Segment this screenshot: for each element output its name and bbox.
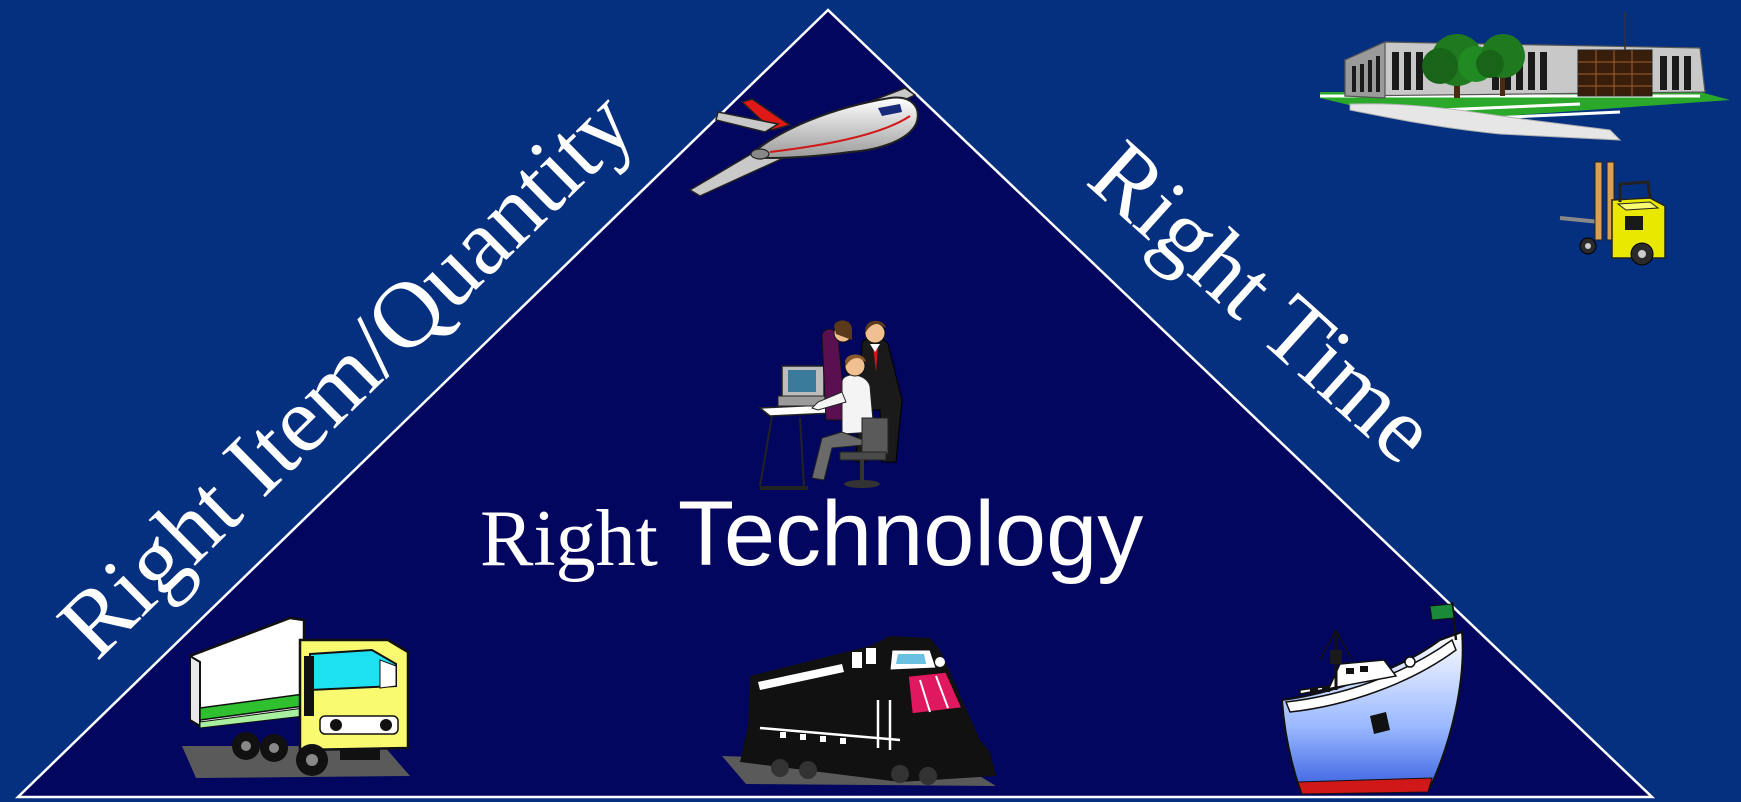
ship-icon	[1280, 601, 1464, 795]
forklift-icon	[1559, 161, 1666, 266]
center-label: Right Technology	[480, 482, 1143, 587]
center-label-word1: Right	[480, 495, 658, 583]
office-building-icon	[1320, 12, 1730, 141]
office-workers-computer-icon	[757, 320, 903, 490]
airplane-icon	[688, 87, 919, 197]
center-label-word2: Technology	[677, 483, 1144, 585]
truck-icon	[182, 616, 410, 778]
locomotive-icon	[722, 636, 996, 786]
